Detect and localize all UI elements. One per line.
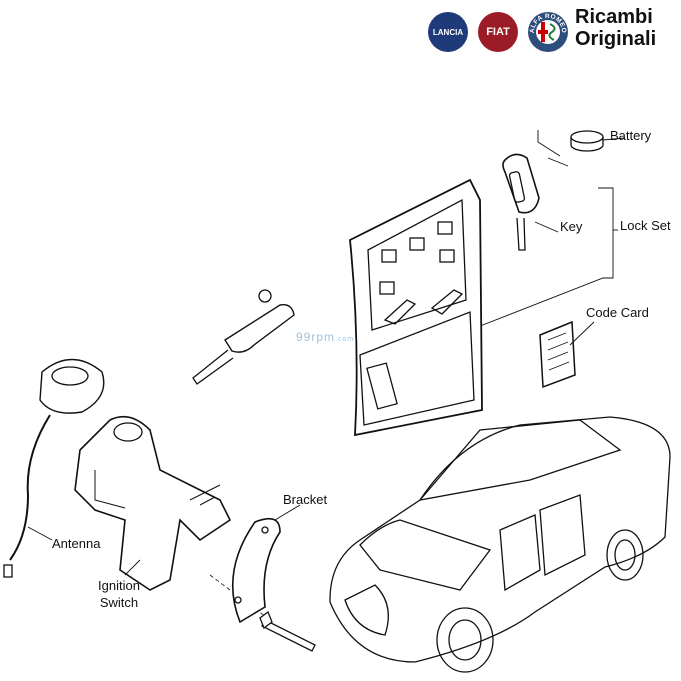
brand-title: Ricambi Originali [575,6,656,50]
alfa-romeo-logo: Alfa Romeo [528,12,568,52]
label-key: Key [560,219,583,234]
code-card-part [539,320,595,389]
lancia-logo: Lancia [428,12,468,52]
label-lock-set: Lock Set [620,218,671,233]
battery-part [570,130,626,152]
label-bracket: Bracket [283,492,328,507]
label-ignition-switch: Ignition Switch [98,578,140,610]
watermark: 99rpm.com [296,330,354,344]
label-ignition-line2: Switch [99,595,139,610]
bolt-part [259,610,316,652]
lock-set-leader [474,187,614,329]
label-code-card: Code Card [586,305,649,320]
watermark-suffix: .com [335,336,355,343]
watermark-main: 99rpm [296,330,336,344]
battery-leader [537,130,569,167]
antenna-part [3,358,105,578]
brand-line-1: Ricambi [575,6,653,28]
label-battery: Battery [610,128,652,143]
car-illustration [329,416,671,673]
lock-set-card [349,178,483,437]
brand-line-2: Originali [575,28,657,50]
key-part [502,153,559,251]
spare-key-part [192,289,295,385]
fiat-logo: Fiat [478,12,518,52]
label-ignition-line1: Ignition [98,578,140,593]
bracket-part [231,504,301,624]
label-antenna: Antenna [52,536,101,551]
